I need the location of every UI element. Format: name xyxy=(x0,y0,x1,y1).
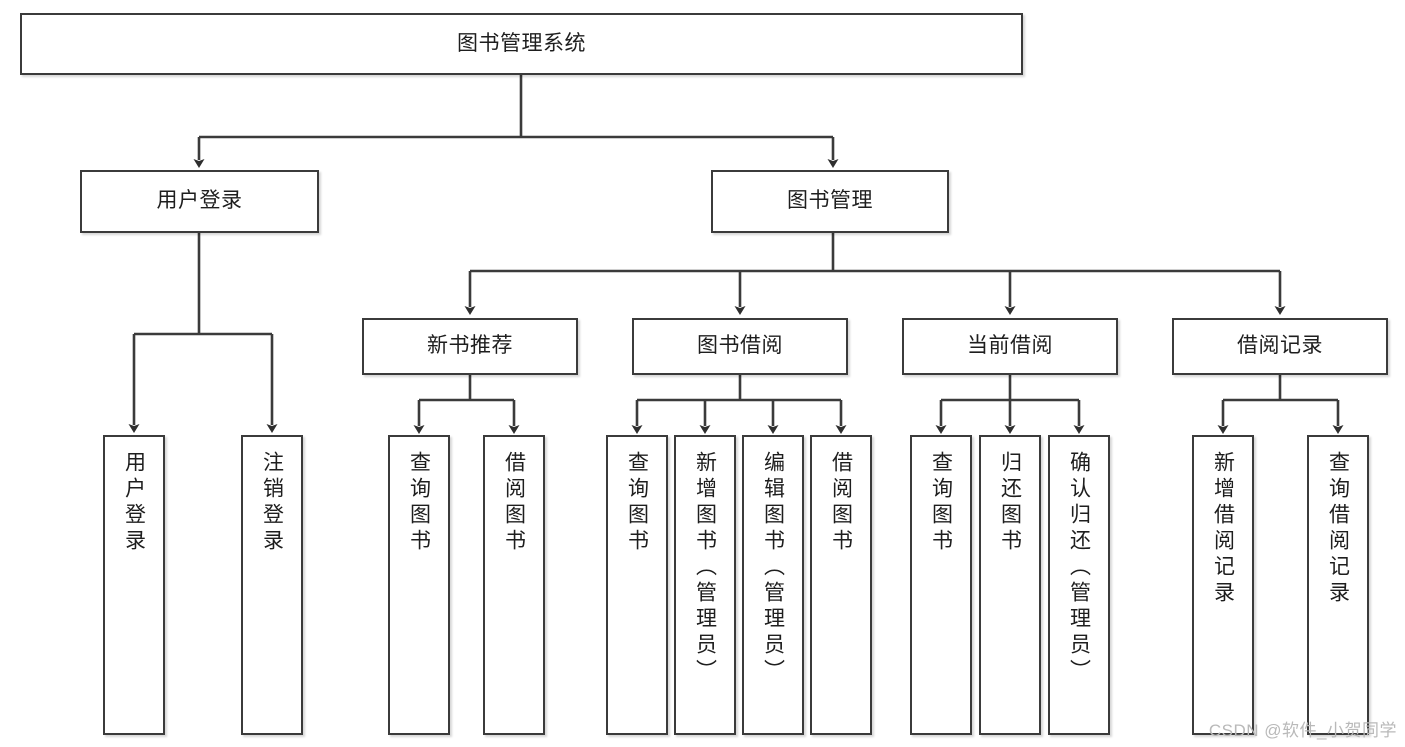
node-leaf-borrow-book-2[interactable]: 借阅图书 xyxy=(810,435,872,735)
node-leaf-query-book-3[interactable]: 查询图书 xyxy=(910,435,972,735)
node-leaf-query-record-label: 查询借阅记录 xyxy=(1326,451,1350,607)
node-leaf-edit-book-label: 编辑图书（管理员） xyxy=(761,451,785,685)
node-leaf-return-book-label: 归还图书 xyxy=(998,451,1022,555)
node-leaf-borrow-book-1-label: 借阅图书 xyxy=(502,451,526,555)
node-leaf-user-login-label: 用户登录 xyxy=(122,451,146,555)
node-book-borrow[interactable]: 图书借阅 xyxy=(632,318,848,375)
node-leaf-return-book[interactable]: 归还图书 xyxy=(979,435,1041,735)
node-leaf-logout-login-label: 注销登录 xyxy=(260,451,284,555)
node-user-login-label: 用户登录 xyxy=(156,189,243,213)
node-current-borrow[interactable]: 当前借阅 xyxy=(902,318,1118,375)
node-leaf-logout-login[interactable]: 注销登录 xyxy=(241,435,303,735)
node-user-login[interactable]: 用户登录 xyxy=(80,170,319,233)
node-root[interactable]: 图书管理系统 xyxy=(20,13,1023,75)
node-book-management[interactable]: 图书管理 xyxy=(711,170,949,233)
node-leaf-query-book-2[interactable]: 查询图书 xyxy=(606,435,668,735)
node-leaf-query-book-1-label: 查询图书 xyxy=(407,451,431,555)
node-current-borrow-label: 当前借阅 xyxy=(967,334,1053,358)
node-leaf-add-record-label: 新增借阅记录 xyxy=(1211,451,1235,607)
watermark-text: CSDN @软件_小贺同学 xyxy=(1208,721,1397,740)
node-leaf-add-record[interactable]: 新增借阅记录 xyxy=(1192,435,1254,735)
node-borrow-record-label: 借阅记录 xyxy=(1237,334,1323,358)
node-leaf-query-book-1[interactable]: 查询图书 xyxy=(388,435,450,735)
node-new-book-recommend-label: 新书推荐 xyxy=(427,334,513,358)
node-book-management-label: 图书管理 xyxy=(787,189,873,213)
node-new-book-recommend[interactable]: 新书推荐 xyxy=(362,318,578,375)
node-root-label: 图书管理系统 xyxy=(457,31,586,55)
node-leaf-borrow-book-2-label: 借阅图书 xyxy=(829,451,853,555)
node-leaf-edit-book[interactable]: 编辑图书（管理员） xyxy=(742,435,804,735)
node-leaf-query-book-3-label: 查询图书 xyxy=(929,451,953,555)
node-leaf-add-book-label: 新增图书（管理员） xyxy=(693,451,717,685)
node-leaf-add-book[interactable]: 新增图书（管理员） xyxy=(674,435,736,735)
node-borrow-record[interactable]: 借阅记录 xyxy=(1172,318,1388,375)
node-leaf-confirm-return-label: 确认归还（管理员） xyxy=(1067,451,1091,685)
node-leaf-query-record[interactable]: 查询借阅记录 xyxy=(1307,435,1369,735)
node-leaf-confirm-return[interactable]: 确认归还（管理员） xyxy=(1048,435,1110,735)
node-leaf-borrow-book-1[interactable]: 借阅图书 xyxy=(483,435,545,735)
node-book-borrow-label: 图书借阅 xyxy=(697,334,783,358)
node-leaf-user-login[interactable]: 用户登录 xyxy=(103,435,165,735)
node-leaf-query-book-2-label: 查询图书 xyxy=(625,451,649,555)
